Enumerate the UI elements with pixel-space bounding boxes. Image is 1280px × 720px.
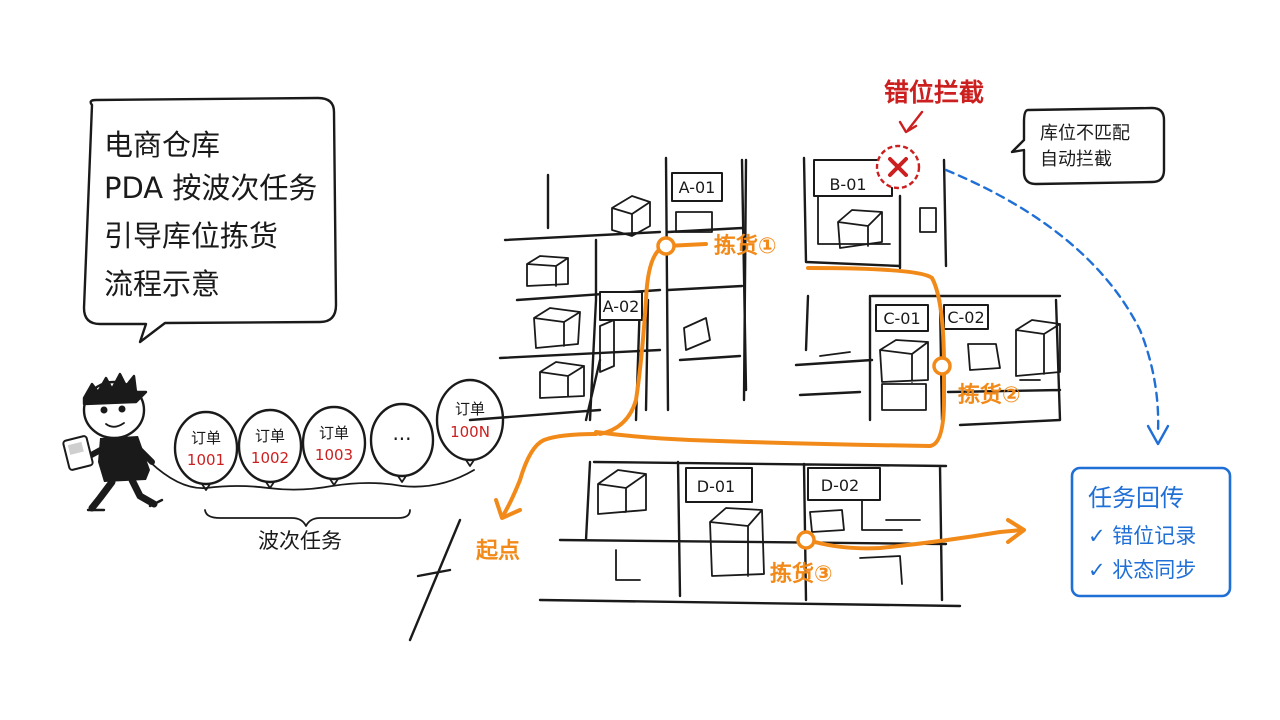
order-balloon-1003: 订单 1003 [303, 407, 365, 485]
pick-label-2: 拣货② [958, 382, 1021, 408]
pick-point-3-icon [798, 532, 814, 548]
order-label: 订单 [191, 429, 221, 447]
mislot-alert: 错位拦截 库位不匹配 自动拦截 [877, 78, 1168, 444]
alert-title: 错位拦截 [884, 78, 984, 107]
order-label: 订单 [255, 427, 285, 445]
shelf-label-c01: C-01 [883, 309, 920, 328]
shelf-label-b01: B-01 [829, 175, 866, 194]
sync-item-2: ✓ 状态同步 [1088, 558, 1196, 582]
speech-line-1: 电商仓库 [104, 128, 220, 162]
sync-item-1: ✓ 错位记录 [1088, 524, 1196, 548]
speech-line-4: 流程示意 [104, 267, 220, 301]
alert-note-line-1: 库位不匹配 [1040, 123, 1130, 144]
route-line-to-start [504, 434, 596, 514]
shelf-block-a: A-01 A-02 [470, 158, 746, 420]
task-sync-box: 任务回传 ✓ 错位记录 ✓ 状态同步 [1072, 468, 1230, 596]
route-line-to-sync [808, 530, 1022, 548]
shelf-label-d02: D-02 [821, 476, 859, 495]
pick-point-1-icon [658, 238, 674, 254]
order-id: 1003 [315, 446, 353, 464]
pick-label-1: 拣货① [714, 233, 777, 259]
order-balloon-more: ··· [371, 404, 433, 482]
wave-brace [205, 510, 410, 526]
wave-label: 波次任务 [258, 529, 342, 553]
order-ellipsis: ··· [392, 427, 411, 451]
start-label: 起点 [475, 538, 520, 564]
order-balloon-1002: 订单 1002 [239, 410, 301, 488]
speech-bubble: 电商仓库 PDA 按波次任务 引导库位拣货 流程示意 [84, 98, 336, 342]
speech-line-2: PDA 按波次任务 [104, 171, 317, 205]
pick-point-2-icon [934, 358, 950, 374]
speech-line-3: 引导库位拣货 [104, 219, 278, 253]
wave-orders: 订单 1001 订单 1002 订单 1003 ··· 订单 100N [150, 380, 503, 553]
worker-figure [63, 374, 162, 510]
shelf-label-d01: D-01 [697, 477, 735, 496]
shelf-label-a02: A-02 [603, 297, 640, 316]
order-label: 订单 [455, 400, 485, 418]
order-id: 1002 [251, 449, 289, 467]
order-label: 订单 [319, 424, 349, 442]
order-balloon-100n: 订单 100N [437, 380, 503, 466]
order-id: 100N [450, 423, 490, 441]
sync-title: 任务回传 [1088, 484, 1184, 512]
order-balloon-1001: 订单 1001 [175, 412, 237, 490]
pick-label-3: 拣货③ [770, 561, 833, 587]
shelf-label-c02: C-02 [947, 308, 984, 327]
shelf-block-b: B-01 [804, 158, 946, 268]
alert-note-line-2: 自动拦截 [1040, 149, 1112, 170]
order-id: 1001 [187, 451, 225, 469]
shelf-label-a01: A-01 [679, 178, 716, 197]
